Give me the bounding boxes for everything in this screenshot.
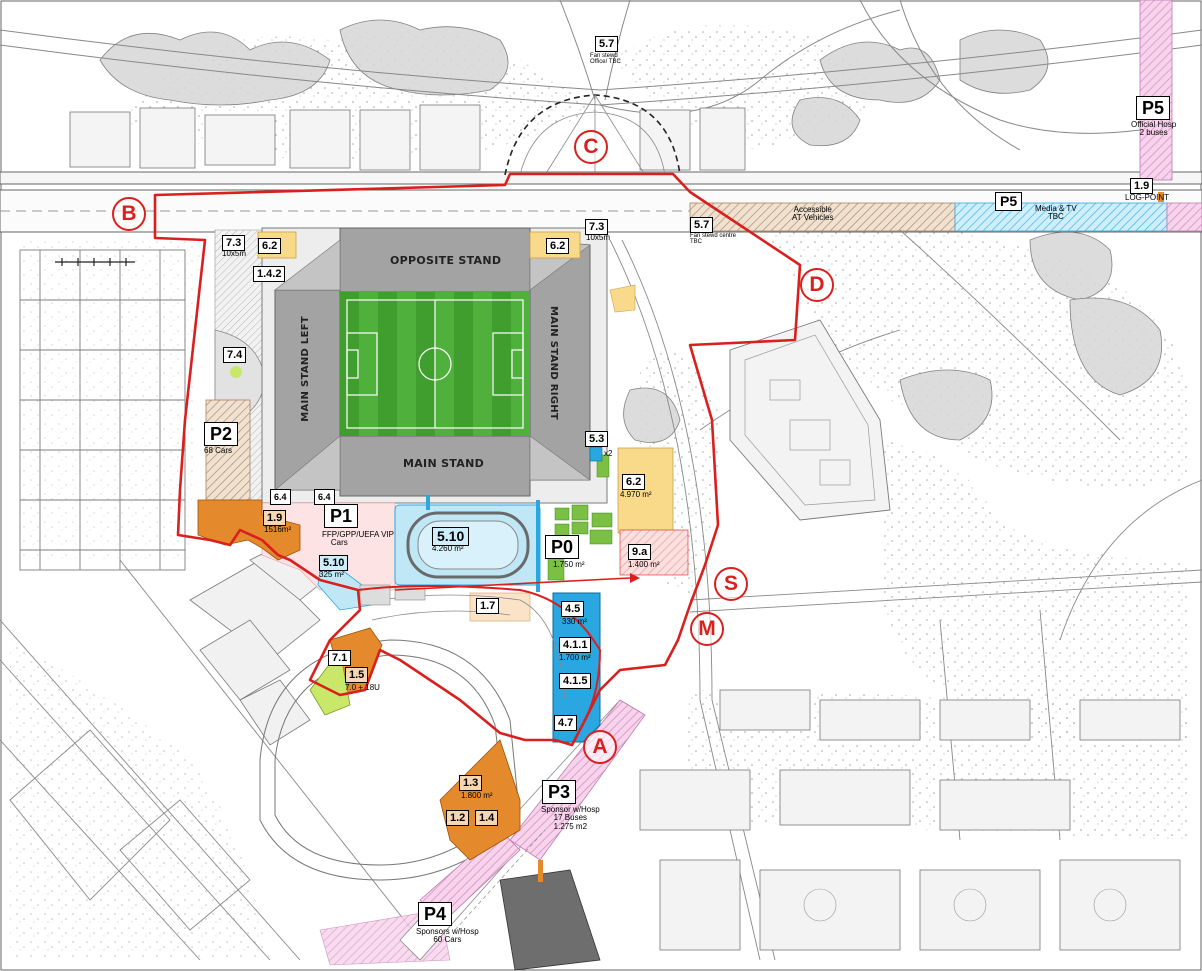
zone-5-10-small-note: 325 m² (319, 570, 344, 579)
zone-5-3-note: x2 (604, 449, 613, 458)
zone-4-5-code: 4.5 (561, 601, 585, 617)
zone-5-10-main-note: 4.260 m² (432, 544, 464, 553)
gate-marker-d: D (800, 268, 834, 302)
zone-6-2-big-note: 4.970 m² (620, 490, 652, 499)
zone-p4-code: P4 (418, 902, 453, 926)
zone-6-4-b-code: 6.4 (314, 489, 335, 505)
zone-p5-top-code: P5 (1136, 96, 1171, 120)
zone-1-9-code: 1.9 (263, 510, 287, 526)
main-stand-right-label: MAIN STAND RIGHT (548, 306, 559, 421)
zone-1-9-note: 1516m² (264, 525, 292, 534)
zone-6-2-big-code: 6.2 (622, 474, 646, 490)
zone-1-3-note: 1.800 m² (461, 791, 493, 800)
zone-1-4-code: 1.4 (475, 810, 499, 826)
zone-1-3-code: 1.3 (459, 775, 483, 791)
zone-1-5-note: 7.0 + 18U (345, 683, 380, 692)
zone-p3-note: Sponsor w/Hosp 17 Buses 1.275 m2 (541, 805, 600, 831)
zone-7-4-code: 7.4 (223, 347, 247, 363)
zone-1-9-top-note: LOG-POINT (1125, 193, 1170, 202)
zone-5-3-code: 5.3 (585, 431, 609, 447)
gate-marker-b: B (112, 197, 146, 231)
main-stand-left-label: MAIN STAND LEFT (300, 316, 311, 422)
main-stand-label: MAIN STAND (403, 457, 485, 470)
zone-p4-note: Sponsors w/Hosp 60 Cars (416, 927, 479, 945)
zone-6-2-left-code: 6.2 (258, 238, 282, 254)
zone-4-1-5-code: 4.1.5 (559, 673, 592, 689)
zone-7-3-right-code: 7.3 (585, 219, 609, 235)
zone-1-9-top-code: 1.9 (1130, 178, 1154, 194)
gate-marker-a: A (583, 730, 617, 764)
zone-4-5-note: 330 m² (562, 617, 587, 626)
zone-5-7-top-note: Fan stewd Office/ TBC (590, 53, 621, 66)
zone-p5-road-code: P5 (995, 192, 1023, 211)
zone-p1-code: P1 (324, 504, 359, 528)
zone-5-7-road-note: Fan stewd centre TBC (690, 233, 737, 246)
zone-1-2-code: 1.2 (446, 810, 470, 826)
zone-5-10-main-code: 5.10 (432, 527, 470, 546)
zone-5-7-top-code: 5.7 (595, 36, 619, 52)
zone-4-1-1-note: 1.700 m² (559, 653, 591, 662)
zone-5-7-road-code: 5.7 (690, 217, 714, 233)
zone-6-4-a-code: 6.4 (270, 489, 291, 505)
zone-4-7-code: 4.7 (554, 715, 578, 731)
zone-9-a-note: 1.400 m² (628, 560, 660, 569)
zone-4-1-1-code: 4.1.1 (559, 637, 592, 653)
zone-1-5-code: 1.5 (345, 667, 369, 683)
gate-marker-c: C (574, 130, 608, 164)
zone-p0-note: 1.750 m² (553, 560, 585, 569)
zone-1-4-2-code: 1.4.2 (253, 266, 286, 282)
zone-p5-top-note: Official Hosp 2 buses (1131, 120, 1177, 138)
zone-p3-code: P3 (542, 780, 577, 804)
zone-p0-code: P0 (545, 535, 580, 559)
zone-7-1-code: 7.1 (328, 650, 352, 666)
gate-marker-m: M (690, 612, 724, 646)
zone-p2-code: P2 (204, 422, 239, 446)
zone-7-3-right-note: 10x5m (586, 233, 611, 242)
zone-p1-note: FFP/GPP/UEFA VIP Cars (322, 530, 395, 548)
zone-9-a-code: 9.a (628, 544, 652, 560)
zone-1-7-code: 1.7 (476, 598, 500, 614)
zone-p2-note: 68 Cars (204, 446, 233, 455)
gate-marker-s: S (714, 567, 748, 601)
zone-7-3-left-code: 7.3 (222, 235, 246, 251)
zone-6-2-right-code: 6.2 (546, 238, 570, 254)
opposite-stand-label: OPPOSITE STAND (390, 254, 502, 267)
accessible-vehicles-note: Accessible AT Vehicles (792, 205, 834, 223)
zone-p5-road-note: Media & TV TBC (1035, 204, 1077, 222)
zone-5-10-small-code: 5.10 (319, 555, 349, 571)
zone-7-3-left-note: 10x5m (222, 249, 247, 258)
